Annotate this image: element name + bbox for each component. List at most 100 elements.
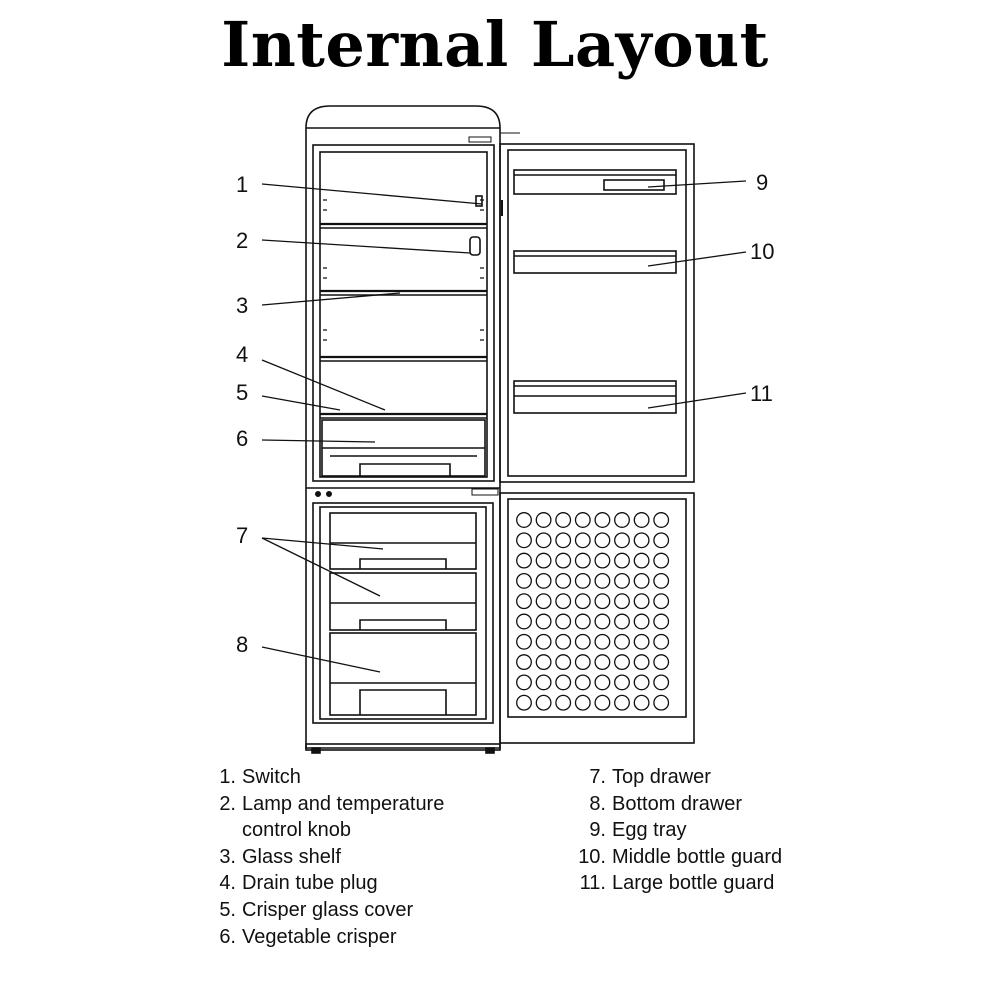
switch [475,195,483,207]
fridge-compartment-inner [319,151,488,478]
cabinet-base [305,743,501,751]
large-bottle-guard [513,380,677,414]
fridge-compartment-outer [312,144,495,482]
freezer-door-dimple [653,552,670,569]
callout-10: 10 [750,239,774,264]
freezer-door-dimple [574,532,591,549]
callout-2: 2 [236,228,248,253]
freezer-door-dimple [516,552,532,569]
freezer-door-dimple [555,694,572,711]
freezer-door-dimple [516,512,532,528]
legend-item-number: 3. [219,845,236,868]
freezer-door-dimple [633,572,650,589]
freezer-door-dimple [633,532,650,549]
egg-tray [513,169,677,195]
freezer-door-dimple [535,674,552,691]
freezer-door-dimple [653,674,670,691]
freezer-door-dimple [555,572,572,589]
legend-item-text: Lamp and temperature [242,792,445,815]
freezer-door-dimple [614,532,630,549]
freezer-door-dimple [535,593,552,610]
freezer-door-dimple [594,694,611,711]
freezer-door-dimple [594,613,611,630]
freezer-door-dimple [614,512,630,528]
freezer-door-dimple [653,572,670,589]
freezer-door-dimple [653,613,670,630]
freezer-door-dimple [594,654,611,671]
legend-item: 8. Bottom drawer [570,791,782,818]
freezer-door-dimple [594,512,611,528]
freezer-door-dimple [574,654,591,671]
freezer-door-dimple [594,572,611,589]
freezer-door-dimple [516,532,532,549]
legend-item: 2.Lamp and temperature [215,791,444,818]
fridge-door [499,143,695,483]
legend-item-number: 6. [219,925,236,948]
leader-lines [261,180,747,673]
legend-item: 6.Vegetable crisper [215,924,444,951]
freezer-door-dimple [614,613,630,630]
legend-item-number: 1. [219,766,236,788]
freezer-door-dimple [555,593,572,610]
freezer-door-dimple [574,512,591,528]
shelf-supports [323,199,484,341]
legend-item: 11.Large bottle guard [570,870,782,897]
freezer-door-dimple [614,694,630,711]
legend-item-text: Middle bottle guard [612,845,783,868]
legend-item-text: Glass shelf [242,845,341,868]
callout-9: 9 [756,170,768,195]
freezer-door-pattern [516,512,670,711]
freezer-door-dimple [594,633,611,650]
freezer-door-dimple [653,593,670,610]
freezer-door-dimple [535,694,552,711]
legend-item-number: 10. [578,845,606,868]
legend-item: 7.Top drawer [570,764,782,791]
freezer-door-dimple [594,552,611,569]
legend-item-number: 8. [589,792,606,815]
freezer-door-dimple [555,532,572,549]
legend-item-number: 7. [589,766,606,788]
freezer-door-dimple [633,674,650,691]
freezer-door-dimple [516,654,532,671]
freezer-door-dimple [516,694,532,711]
lamp-knob [469,236,481,256]
callout-3: 3 [236,293,248,318]
freezer-door-dimple [653,654,670,671]
top-drawer-2 [329,572,477,631]
callout-4: 4 [236,342,248,367]
legend-item-text: control knob [242,819,351,842]
freezer-door-dimple [633,694,650,711]
freezer-door-dimple [614,633,630,650]
callout-6: 6 [236,426,248,451]
freezer-door-dimple [535,633,552,650]
freezer-door-dimple [614,552,630,569]
legend-item-text: Bottom drawer [612,792,743,815]
freezer-compartment-outer [312,502,494,724]
top-drawer-1 [329,512,477,570]
freezer-door-dimple [574,593,591,610]
freezer-door-dimple [574,633,591,650]
middle-bottle-guard [513,250,677,274]
freezer-door-dimple [516,593,532,610]
freezer-door-dimple [535,654,552,671]
freezer-door-dimple [633,593,650,610]
legend-item-number: 5. [219,898,236,921]
middle-hinge [471,488,499,496]
freezer-door-dimple [614,572,630,589]
freezer-door-dimple [633,512,650,528]
legend-item-number: 4. [219,872,236,895]
legend-item-text: Drain tube plug [242,872,378,895]
freezer-door-dimple [614,674,630,691]
freezer-door-dimple [535,613,552,630]
freezer-door-dimple [516,674,532,691]
freezer-door-dimple [555,633,572,650]
fridge-door-inner [507,149,687,477]
legend-item: 3. Glass shelf [215,844,444,871]
freezer-door-dimple [516,572,532,589]
freezer-door-dimple [653,532,670,549]
freezer-door-inner [507,498,687,718]
callout-5: 5 [236,380,248,405]
freezer-door-dimple [574,572,591,589]
freezer-door-dimple [574,674,591,691]
